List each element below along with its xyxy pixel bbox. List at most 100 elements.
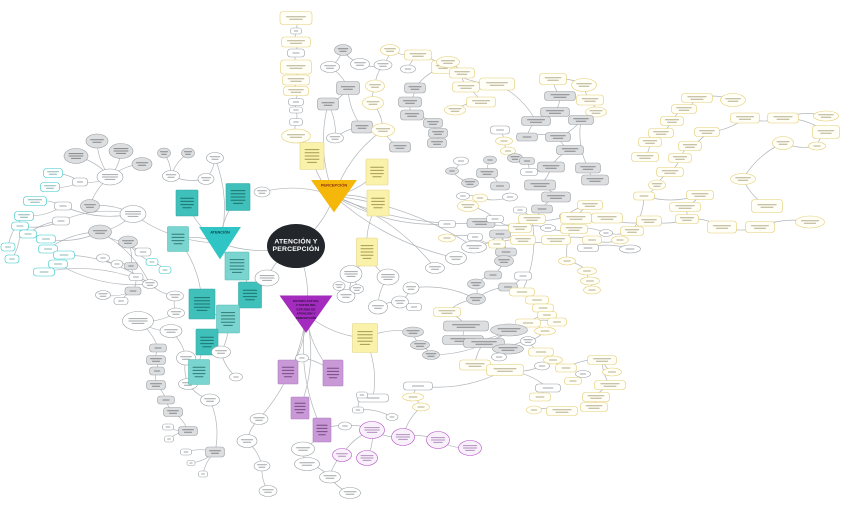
concept-box[interactable]: [164, 435, 174, 443]
concept-oval-yellow[interactable]: [602, 367, 622, 377]
concept-oval-yellow[interactable]: [438, 233, 456, 243]
concept-box-yellow[interactable]: [508, 223, 532, 233]
concept-box-yellow[interactable]: [707, 220, 737, 234]
concept-oval[interactable]: [122, 311, 154, 331]
concept-box-teal[interactable]: [53, 250, 75, 260]
concept-oval-yellow[interactable]: [472, 193, 488, 203]
concept-box-yellow[interactable]: [280, 59, 312, 75]
concept-box-yellow[interactable]: [518, 214, 546, 224]
concept-oval[interactable]: [254, 269, 280, 287]
concept-oval[interactable]: [142, 279, 158, 289]
sticky-note-teal[interactable]: [225, 183, 251, 211]
concept-box-yellow[interactable]: [631, 152, 659, 162]
sticky-note-teal[interactable]: [175, 189, 199, 217]
concept-oval-gray[interactable]: [445, 167, 459, 175]
concept-oval[interactable]: [338, 421, 352, 431]
concept-oval-gray[interactable]: [85, 133, 109, 149]
sticky-note-teal[interactable]: [188, 359, 210, 385]
concept-oval[interactable]: [295, 353, 309, 363]
sticky-note-yellow[interactable]: [352, 323, 378, 353]
concept-oval-yellow[interactable]: [583, 285, 601, 295]
concept-oval[interactable]: [249, 413, 269, 425]
concept-oval[interactable]: [453, 156, 469, 166]
concept-oval-yellow[interactable]: [526, 405, 542, 415]
concept-box-gray[interactable]: [521, 116, 551, 126]
concept-oval[interactable]: [229, 372, 243, 382]
concept-box-gray[interactable]: [157, 395, 175, 405]
concept-oval[interactable]: [534, 361, 550, 371]
concept-oval-yellow[interactable]: [730, 173, 756, 185]
concept-box-teal[interactable]: [4, 254, 20, 264]
concept-box-gray[interactable]: [489, 229, 511, 239]
concept-box-gray[interactable]: [540, 107, 570, 117]
concept-box[interactable]: [290, 27, 302, 35]
concept-box[interactable]: [72, 177, 88, 187]
concept-box[interactable]: [162, 423, 174, 431]
concept-oval-yellow[interactable]: [436, 56, 460, 68]
concept-box-gray[interactable]: [519, 157, 535, 165]
concept-oval[interactable]: [253, 186, 271, 198]
concept-oval[interactable]: [294, 457, 320, 471]
concept-box-yellow[interactable]: [648, 128, 674, 138]
concept-oval-yellow[interactable]: [500, 146, 516, 156]
concept-box-yellow[interactable]: [564, 377, 582, 385]
concept-oval[interactable]: [425, 262, 445, 274]
concept-box-yellow[interactable]: [582, 235, 602, 245]
concept-box-gray[interactable]: [541, 191, 571, 203]
concept-oval[interactable]: [167, 307, 185, 319]
concept-box-gray[interactable]: [476, 168, 498, 178]
concept-box-yellow[interactable]: [577, 200, 603, 210]
concept-oval-yellow[interactable]: [365, 79, 385, 93]
concept-box-gray[interactable]: [484, 270, 502, 280]
concept-oval[interactable]: [320, 61, 340, 73]
concept-box-yellow[interactable]: [587, 355, 617, 365]
concept-oval[interactable]: [339, 265, 363, 283]
concept-box-yellow[interactable]: [633, 191, 655, 201]
concept-oval-gray[interactable]: [118, 235, 138, 249]
concept-oval-gray[interactable]: [492, 343, 524, 355]
concept-box[interactable]: [180, 448, 192, 456]
concept-box[interactable]: [128, 273, 144, 281]
concept-oval-purple[interactable]: [356, 450, 378, 466]
concept-oval[interactable]: [400, 64, 416, 74]
concept-box-gray[interactable]: [427, 138, 447, 148]
concept-box[interactable]: [134, 247, 152, 257]
concept-box-yellow[interactable]: [541, 235, 571, 245]
concept-box-yellow[interactable]: [576, 94, 604, 106]
concept-box-yellow[interactable]: [525, 295, 549, 305]
concept-box[interactable]: [403, 381, 433, 391]
concept-box-gray[interactable]: [163, 407, 183, 417]
concept-oval-gray[interactable]: [461, 178, 479, 188]
concept-oval-gray[interactable]: [88, 224, 112, 240]
concept-box-yellow[interactable]: [751, 199, 783, 213]
concept-oval[interactable]: [445, 251, 467, 265]
concept-oval-gray[interactable]: [80, 199, 100, 213]
concept-box[interactable]: [352, 406, 364, 414]
concept-box-yellow[interactable]: [668, 153, 692, 163]
concept-box-gray[interactable]: [544, 91, 576, 101]
concept-oval-purple[interactable]: [426, 431, 450, 449]
concept-oval[interactable]: [236, 434, 258, 448]
concept-oval-yellow[interactable]: [402, 392, 424, 402]
concept-oval[interactable]: [368, 299, 388, 315]
concept-oval-gray[interactable]: [466, 293, 486, 305]
concept-oval-purple[interactable]: [359, 421, 385, 439]
concept-box-gray[interactable]: [124, 286, 142, 296]
sticky-note-teal[interactable]: [195, 328, 219, 356]
concept-oval-yellow[interactable]: [380, 44, 400, 56]
concept-box-gray[interactable]: [149, 366, 165, 376]
sticky-note-teal[interactable]: [238, 281, 262, 309]
concept-oval-gray[interactable]: [108, 143, 134, 159]
concept-oval[interactable]: [166, 290, 184, 302]
concept-oval[interactable]: [373, 59, 393, 71]
concept-oval[interactable]: [159, 324, 183, 338]
concept-oval-yellow[interactable]: [571, 78, 597, 92]
sticky-note-purple[interactable]: [277, 359, 299, 385]
concept-box-yellow[interactable]: [812, 125, 840, 139]
concept-box[interactable]: [520, 168, 538, 176]
concept-box-yellow[interactable]: [281, 36, 311, 48]
concept-box-yellow[interactable]: [660, 116, 684, 126]
concept-oval[interactable]: [319, 470, 341, 484]
